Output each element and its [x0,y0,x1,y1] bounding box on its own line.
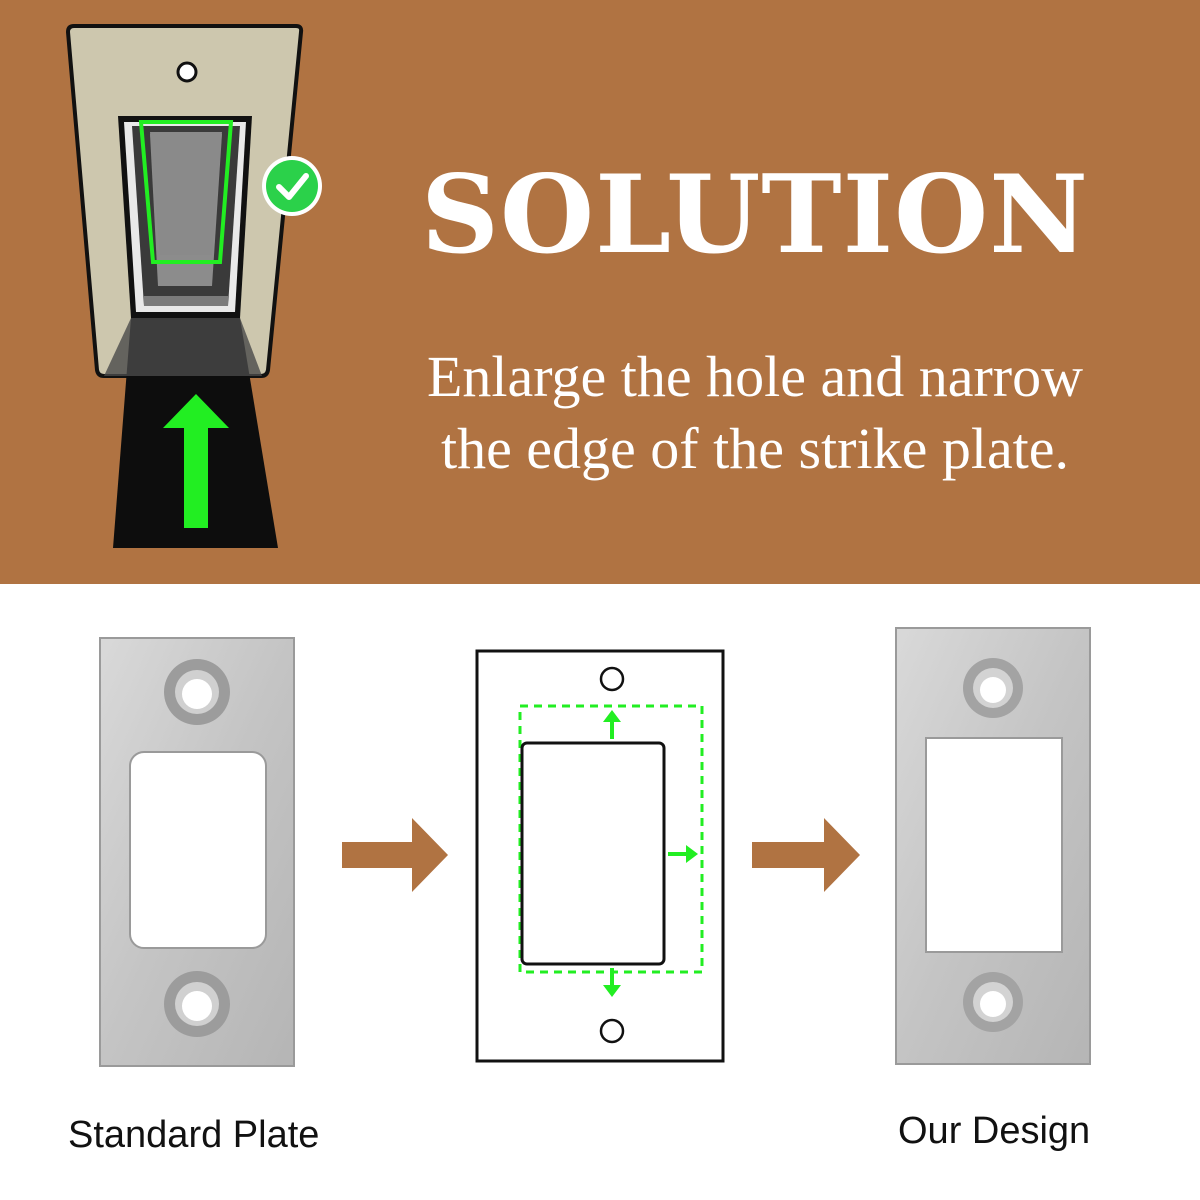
standard-plate-image [99,637,295,1067]
standard-plate-caption: Standard Plate [68,1114,320,1156]
strike-plate-illustration [65,24,322,548]
green-outline [138,120,234,264]
top-screw-hole [176,61,198,83]
comparison-section [99,627,1091,1067]
right-arrow-icon [342,818,448,892]
our-design-caption: Our Design [898,1110,1091,1152]
our-design-plate-image [895,627,1091,1065]
check-circle-icon [262,156,322,216]
subtitle-line-2: the edge of the strike plate. [440,416,1070,481]
enlarge-diagram [475,649,725,1063]
subtitle-line-1: Enlarge the hole and narrow [426,344,1083,409]
up-arrow-icon [163,394,229,528]
right-arrow-icon [752,818,860,892]
headline: SOLUTION [421,152,1089,278]
